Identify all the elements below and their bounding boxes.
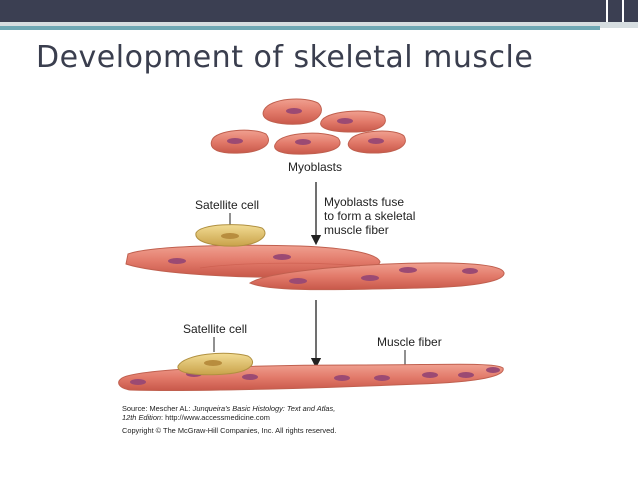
nucleus [242,374,258,380]
myoblast-cell [262,98,322,125]
label-satellite-cell-top: Satellite cell [195,198,259,212]
fusing-muscle-fibers [125,244,505,291]
source-edition: 12th Edition [122,413,161,422]
header-accent-line [0,26,600,30]
slide-title: Development of skeletal muscle [36,40,534,75]
source-url: : http://www.accessmedicine.com [161,413,270,422]
myoblast-cell [347,130,406,154]
nucleus [462,268,478,274]
label-satellite-cell-bottom: Satellite cell [183,322,247,336]
nucleus [361,275,379,281]
myoblast-cell [210,129,269,154]
nucleus [168,258,186,264]
source-line-2: 12th Edition: http://www.accessmedicine.… [122,413,270,422]
header-corner-mark [606,0,624,22]
header-accent-band [0,22,638,28]
nucleus [486,367,500,373]
satellite-cell-bottom [177,352,253,376]
nucleus [399,267,417,273]
label-fuse-line1: Myoblasts fuse [324,195,404,209]
label-myoblasts: Myoblasts [288,160,342,174]
source-book-title: Junqueira's Basic Histology: Text and At… [192,404,336,413]
satellite-cell-top [195,224,266,247]
label-fuse-line2: to form a skeletal [324,209,415,223]
nucleus [289,278,307,284]
nucleus [458,372,474,378]
source-prefix: Source: Mescher AL: [122,404,193,413]
source-copyright: Copyright © The McGraw-Hill Companies, I… [122,426,336,435]
nucleus [334,375,350,381]
mature-muscle-fiber [118,363,504,392]
nucleus [273,254,291,260]
label-fuse-line3: muscle fiber [324,223,389,237]
nucleus [422,372,438,378]
myoblast-cell [274,132,341,155]
header-bar [0,0,638,22]
nucleus [374,375,390,381]
label-muscle-fiber: Muscle fiber [377,335,442,349]
nucleus [130,379,146,385]
source-line-1: Source: Mescher AL: Junqueira's Basic Hi… [122,404,335,413]
myoblast-cluster [210,98,406,155]
myoblast-cell [320,110,386,133]
